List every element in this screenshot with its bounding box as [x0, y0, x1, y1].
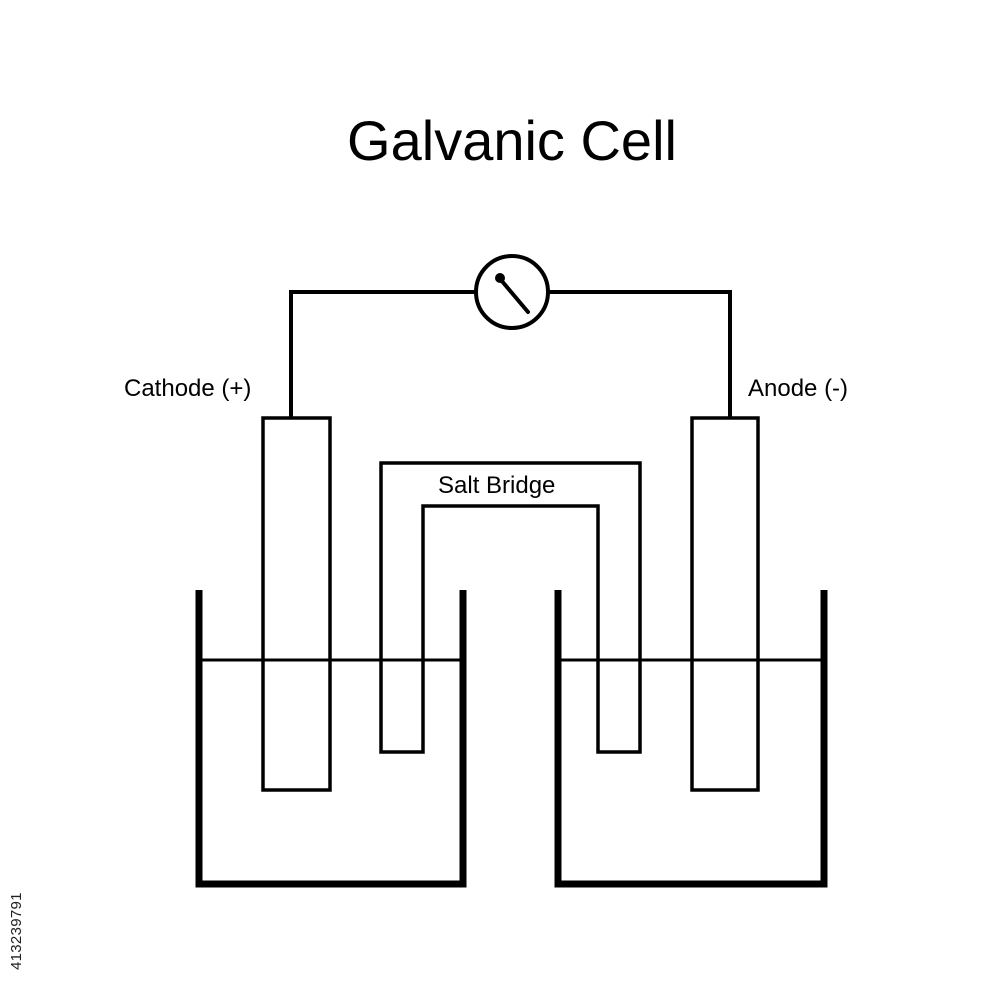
- galvanometer-icon: [474, 254, 550, 330]
- anode-electrode: [690, 416, 760, 792]
- anode-label: Anode (-): [748, 375, 848, 402]
- salt-bridge-label: Salt Bridge: [438, 472, 555, 499]
- salt-bridge: [379, 461, 642, 754]
- cathode-label: Cathode (+): [124, 375, 251, 402]
- cathode-electrode: [261, 416, 332, 792]
- circuit-wire: [289, 290, 732, 418]
- page-title: Galvanic Cell: [347, 109, 677, 172]
- stock-id-label: 413239791: [8, 892, 25, 970]
